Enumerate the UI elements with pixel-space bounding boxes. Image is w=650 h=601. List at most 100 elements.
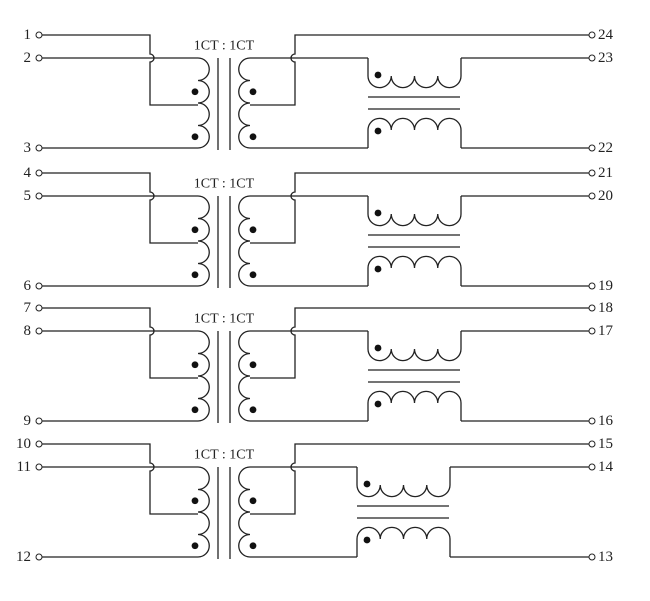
pin-label: 1 <box>24 27 32 43</box>
center-tap-wire-primary <box>42 307 198 379</box>
choke-lower-winding <box>367 390 462 421</box>
secondary-winding <box>238 57 251 149</box>
center-tap-wire-secondary <box>250 172 589 244</box>
primary-winding <box>197 466 210 558</box>
choke-lower-winding <box>356 526 451 557</box>
polarity-dot-icon <box>191 542 199 550</box>
pin-terminal-21[interactable] <box>588 169 596 177</box>
pin-terminal-6[interactable] <box>35 282 43 290</box>
polarity-dot-icon <box>191 133 199 141</box>
pin-terminal-17[interactable] <box>588 327 596 335</box>
choke-upper-winding <box>367 58 462 89</box>
pin-terminal-20[interactable] <box>588 192 596 200</box>
polarity-dot-icon <box>249 361 257 369</box>
pin-label: 3 <box>24 140 32 156</box>
center-tap-wire-secondary <box>250 443 589 515</box>
isolation-transformer <box>191 195 257 288</box>
pin-label: 21 <box>598 165 613 181</box>
polarity-dot-icon <box>249 133 257 141</box>
isolation-transformer <box>191 466 257 559</box>
center-tap-wire-secondary <box>250 34 589 106</box>
isolation-transformer <box>191 57 257 150</box>
pin-label: 20 <box>598 188 613 204</box>
polarity-dot-icon <box>374 400 382 408</box>
choke-lower-winding <box>367 117 462 148</box>
pin-label: 18 <box>598 300 613 316</box>
pin-label: 8 <box>24 323 32 339</box>
pin-terminal-15[interactable] <box>588 440 596 448</box>
center-tap-wire-secondary <box>250 307 589 379</box>
polarity-dot-icon <box>249 406 257 414</box>
pin-terminal-7[interactable] <box>35 304 43 312</box>
polarity-dot-icon <box>374 127 382 135</box>
polarity-dot-icon <box>363 480 371 488</box>
primary-winding <box>197 195 210 287</box>
polarity-dot-icon <box>249 271 257 279</box>
pin-label: 24 <box>598 27 614 43</box>
pin-label: 16 <box>598 413 614 429</box>
common-mode-choke <box>367 331 462 421</box>
pin-terminal-9[interactable] <box>35 417 43 425</box>
polarity-dot-icon <box>249 226 257 234</box>
pin-label: 23 <box>598 50 613 66</box>
secondary-winding <box>238 330 251 422</box>
pin-label: 14 <box>598 459 614 475</box>
pin-terminal-1[interactable] <box>35 31 43 39</box>
pin-label: 7 <box>24 300 32 316</box>
polarity-dot-icon <box>249 542 257 550</box>
pin-terminal-22[interactable] <box>588 144 596 152</box>
pin-terminal-16[interactable] <box>588 417 596 425</box>
polarity-dot-icon <box>191 271 199 279</box>
pin-terminal-18[interactable] <box>588 304 596 312</box>
pin-terminal-13[interactable] <box>588 553 596 561</box>
polarity-dot-icon <box>363 536 371 544</box>
pin-label: 10 <box>16 436 31 452</box>
polarity-dot-icon <box>191 406 199 414</box>
primary-winding <box>197 330 210 422</box>
pin-label: 17 <box>598 323 614 339</box>
pin-terminal-19[interactable] <box>588 282 596 290</box>
pin-terminal-23[interactable] <box>588 54 596 62</box>
common-mode-choke <box>367 58 462 148</box>
choke-upper-winding <box>367 331 462 362</box>
pin-terminal-14[interactable] <box>588 463 596 471</box>
common-mode-choke <box>356 467 451 557</box>
pin-label: 4 <box>24 165 32 181</box>
pin-terminal-11[interactable] <box>35 463 43 471</box>
pin-label: 12 <box>16 549 31 565</box>
pin-label: 19 <box>598 278 613 294</box>
pin-terminal-2[interactable] <box>35 54 43 62</box>
turns-ratio-label: 1CT : 1CT <box>194 312 255 327</box>
polarity-dot-icon <box>249 497 257 505</box>
isolation-transformer <box>191 330 257 423</box>
pin-terminal-12[interactable] <box>35 553 43 561</box>
pin-terminal-10[interactable] <box>35 440 43 448</box>
pin-terminal-24[interactable] <box>588 31 596 39</box>
primary-winding <box>197 57 210 149</box>
pin-terminal-8[interactable] <box>35 327 43 335</box>
turns-ratio-label: 1CT : 1CT <box>194 448 255 463</box>
turns-ratio-label: 1CT : 1CT <box>194 177 255 192</box>
pin-terminal-4[interactable] <box>35 169 43 177</box>
choke-upper-winding <box>356 467 451 498</box>
polarity-dot-icon <box>249 88 257 96</box>
polarity-dot-icon <box>374 71 382 79</box>
choke-upper-winding <box>367 196 462 227</box>
pin-terminal-3[interactable] <box>35 144 43 152</box>
pin-label: 2 <box>24 50 32 66</box>
pin-label: 13 <box>598 549 613 565</box>
polarity-dot-icon <box>374 265 382 273</box>
center-tap-wire-primary <box>42 443 198 515</box>
polarity-dot-icon <box>191 226 199 234</box>
pin-terminal-5[interactable] <box>35 192 43 200</box>
secondary-winding <box>238 195 251 287</box>
secondary-winding <box>238 466 251 558</box>
pin-label: 22 <box>598 140 613 156</box>
pin-label: 5 <box>24 188 32 204</box>
polarity-dot-icon <box>191 497 199 505</box>
